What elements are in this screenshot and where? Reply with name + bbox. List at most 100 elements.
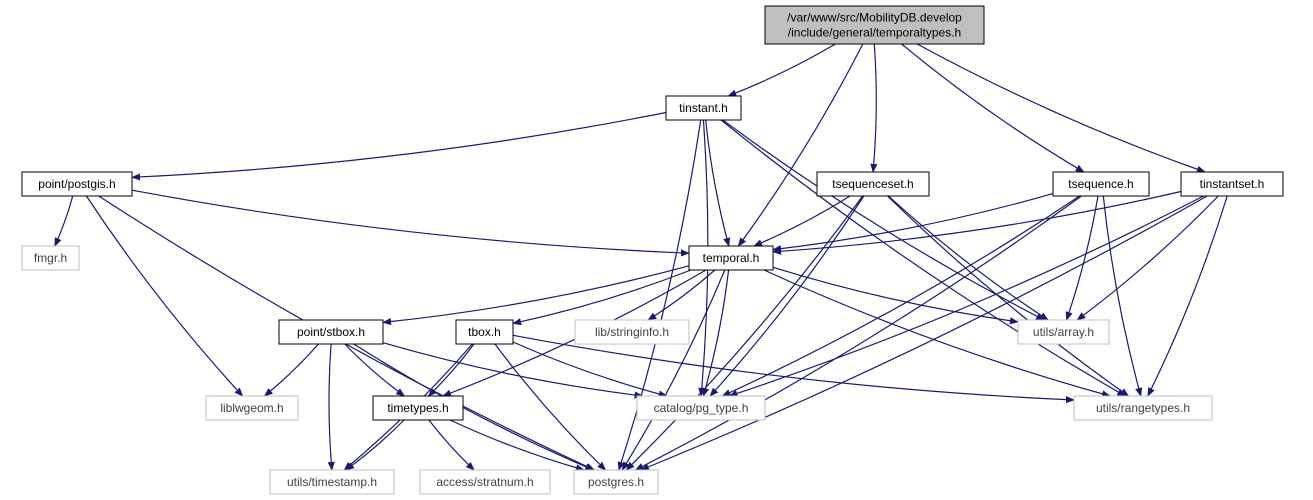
- node-timestamp: utils/timestamp.h: [269, 469, 395, 495]
- edge-tsequenceset-to-pgtype: [709, 195, 865, 397]
- edge-root-to-tinstant: [727, 43, 836, 97]
- node-stratnum: access/stratnum.h: [419, 469, 551, 495]
- node-box-postgres: [573, 469, 659, 495]
- node-box-temporal: [688, 245, 774, 271]
- edge-temporal-to-tbox: [512, 269, 692, 326]
- edge-postgis-to-temporal: [131, 189, 690, 257]
- edge-tinstantset-to-temporal: [772, 190, 1182, 255]
- node-stbox[interactable]: point/stbox.h: [278, 319, 384, 345]
- node-postgis[interactable]: point/postgis.h: [21, 171, 133, 197]
- node-array: utils/array.h: [1017, 319, 1110, 345]
- node-temporal[interactable]: temporal.h: [688, 245, 774, 271]
- node-label-tinstantset: tinstantset.h: [1200, 177, 1265, 191]
- node-label-pgtype: catalog/pg_type.h: [654, 401, 749, 415]
- edge-tinstant-to-temporal: [705, 119, 731, 247]
- edge-timetypes-to-stratnum: [428, 419, 475, 471]
- node-label-root: /var/www/src/MobilityDB.develop: [787, 11, 962, 25]
- edge-tbox-to-timetypes: [427, 343, 475, 397]
- node-box-tinstantset: [1180, 171, 1284, 197]
- node-box-tinstant: [665, 95, 742, 121]
- node-postgres: postgres.h: [573, 469, 659, 495]
- edge-tsequence-to-postgres: [634, 195, 1082, 471]
- node-box-liblwgeom: [205, 395, 299, 421]
- node-label-stringinfo: lib/stringinfo.h: [595, 325, 669, 339]
- edge-tsequenceset-to-temporal: [753, 195, 851, 247]
- edge-tsequenceset-to-postgres: [625, 195, 864, 471]
- node-tinstant[interactable]: tinstant.h: [665, 95, 742, 121]
- node-tbox[interactable]: tbox.h: [455, 319, 514, 345]
- node-label-rangetypes: utils/rangetypes.h: [1096, 401, 1190, 415]
- node-label-timetypes: timetypes.h: [387, 401, 448, 415]
- edge-tinstantset-to-postgres: [639, 195, 1208, 471]
- node-box-tsequence: [1052, 171, 1150, 197]
- node-box-stratnum: [419, 469, 551, 495]
- edge-stbox-to-postgres: [353, 343, 595, 471]
- node-box-postgis: [21, 171, 133, 197]
- edge-tsequence-to-rangetypes: [1102, 195, 1143, 397]
- node-box-pgtype: [636, 395, 766, 421]
- node-box-rangetypes: [1073, 395, 1213, 421]
- edge-tbox-to-rangetypes: [512, 334, 1075, 404]
- edge-timetypes-to-timestamp: [345, 419, 405, 471]
- node-stringinfo: lib/stringinfo.h: [574, 319, 690, 345]
- edge-temporal-to-stbox: [382, 265, 690, 326]
- edge-stbox-to-pgtype: [382, 342, 644, 399]
- edge-postgis-to-fmgr: [54, 195, 74, 247]
- edge-stbox-to-liblwgeom: [263, 343, 319, 397]
- edge-temporal-to-pgtype: [702, 269, 730, 397]
- edges-layer: [54, 43, 1228, 472]
- node-label-temporal: temporal.h: [703, 251, 760, 265]
- node-tsequence[interactable]: tsequence.h: [1052, 171, 1150, 197]
- edge-root-to-tsequenceset: [870, 43, 878, 173]
- edge-stbox-to-timestamp: [327, 343, 335, 471]
- edge-tsequenceset-to-array: [887, 195, 1049, 321]
- nodes-layer: /var/www/src/MobilityDB.develop/include/…: [21, 5, 1284, 495]
- edge-root-to-tinstantset: [916, 43, 1206, 173]
- edge-tsequenceset-to-rangetypes: [887, 195, 1130, 397]
- edge-temporal-to-array: [772, 266, 1019, 325]
- node-tsequenceset[interactable]: tsequenceset.h: [816, 171, 930, 197]
- node-label-postgis: point/postgis.h: [38, 177, 115, 191]
- node-box-tsequenceset: [816, 171, 930, 197]
- node-tinstantset[interactable]: tinstantset.h: [1180, 171, 1284, 197]
- edge-postgis-to-liblwgeom: [85, 195, 244, 397]
- node-box-timestamp: [269, 469, 395, 495]
- node-liblwgeom: liblwgeom.h: [205, 395, 299, 421]
- edge-root-to-temporal: [737, 43, 864, 247]
- edge-tbox-to-postgres: [494, 343, 607, 471]
- edge-temporal-to-rangetypes: [763, 269, 1111, 398]
- node-label-tbox: tbox.h: [468, 325, 501, 339]
- node-pgtype: catalog/pg_type.h: [636, 395, 766, 421]
- node-label-postgres: postgres.h: [588, 475, 644, 489]
- edge-tinstant-to-rangetypes: [720, 119, 1127, 397]
- node-box-stringinfo: [574, 319, 690, 345]
- node-box-stbox: [278, 319, 384, 345]
- node-fmgr: fmgr.h: [21, 245, 80, 271]
- node-box-array: [1017, 319, 1110, 345]
- edge-stbox-to-timetypes: [344, 343, 406, 397]
- node-label-tsequence: tsequence.h: [1068, 177, 1133, 191]
- node-root[interactable]: /var/www/src/MobilityDB.develop/include/…: [764, 5, 985, 45]
- edge-tinstant-to-array: [722, 119, 1045, 321]
- node-label-root: /include/general/temporaltypes.h: [788, 26, 961, 40]
- node-box-root: [764, 5, 985, 45]
- node-label-array: utils/array.h: [1033, 325, 1094, 339]
- edge-tinstant-to-postgis: [131, 111, 667, 181]
- node-label-stbox: point/stbox.h: [297, 325, 365, 339]
- node-label-fmgr: fmgr.h: [34, 251, 67, 265]
- edge-tsequence-to-pgtype: [721, 195, 1080, 397]
- edge-tinstantset-to-array: [1076, 195, 1219, 321]
- edge-root-to-tsequence: [901, 43, 1085, 173]
- node-label-tsequenceset: tsequenceset.h: [832, 177, 913, 191]
- edge-temporal-to-postgres: [621, 269, 726, 471]
- edge-tinstantset-to-pgtype: [728, 195, 1204, 397]
- node-timetypes[interactable]: timetypes.h: [372, 395, 464, 421]
- edge-tinstantset-to-rangetypes: [1147, 195, 1228, 397]
- node-label-timestamp: utils/timestamp.h: [287, 475, 377, 489]
- node-box-fmgr: [21, 245, 80, 271]
- node-label-liblwgeom: liblwgeom.h: [220, 401, 283, 415]
- node-rangetypes: utils/rangetypes.h: [1073, 395, 1213, 421]
- edge-timetypes-to-postgres: [449, 419, 585, 472]
